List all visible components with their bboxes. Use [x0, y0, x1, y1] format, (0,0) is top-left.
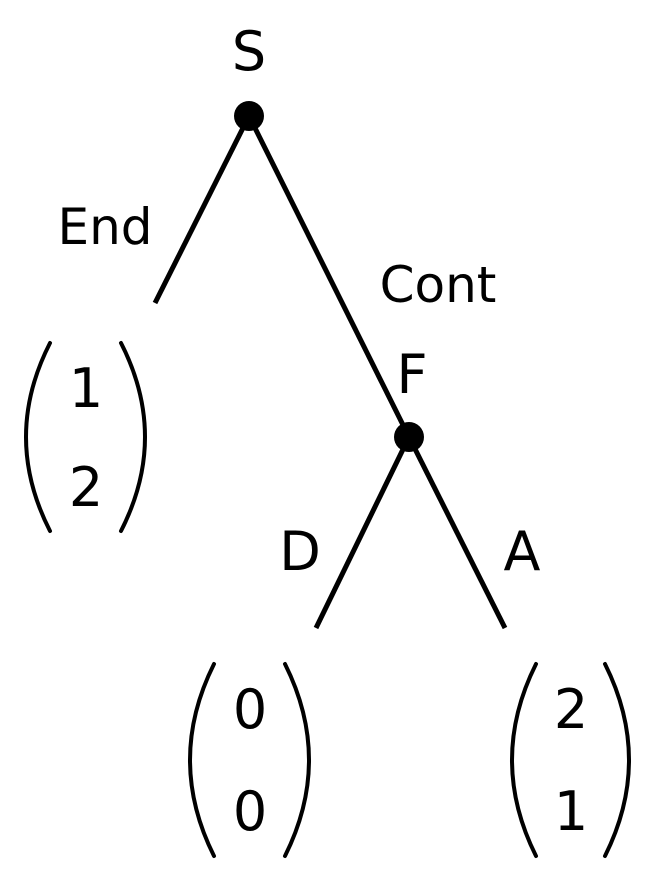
right-paren	[283, 662, 311, 858]
right-paren	[119, 341, 147, 533]
player-label-second: F	[396, 343, 427, 406]
node-second	[394, 422, 424, 452]
payoff-vector-a: 2 1	[510, 662, 631, 858]
edge-d	[313, 435, 412, 630]
payoff-end-player2: 2	[69, 456, 103, 519]
edge-label-end: End	[57, 198, 152, 256]
left-paren	[188, 662, 216, 858]
payoff-d-player2: 0	[233, 780, 267, 843]
edge-end	[152, 114, 252, 305]
edge-label-cont: Cont	[380, 256, 497, 314]
edge-cont	[246, 114, 412, 439]
payoff-a-player1: 2	[554, 678, 588, 741]
player-label-root: S	[232, 20, 266, 83]
node-root	[234, 101, 264, 131]
payoff-vector-d: 0 0	[188, 662, 311, 858]
edge-label-a: A	[504, 520, 541, 583]
payoff-d-player1: 0	[233, 678, 267, 741]
payoff-a-player2: 1	[554, 780, 588, 843]
left-paren	[24, 341, 52, 533]
payoff-end-player1: 1	[69, 357, 103, 420]
payoff-vector-end: 1 2	[24, 341, 147, 533]
edge-label-d: D	[279, 520, 321, 583]
right-paren	[603, 662, 631, 858]
edge-a	[406, 435, 508, 630]
left-paren	[510, 662, 538, 858]
